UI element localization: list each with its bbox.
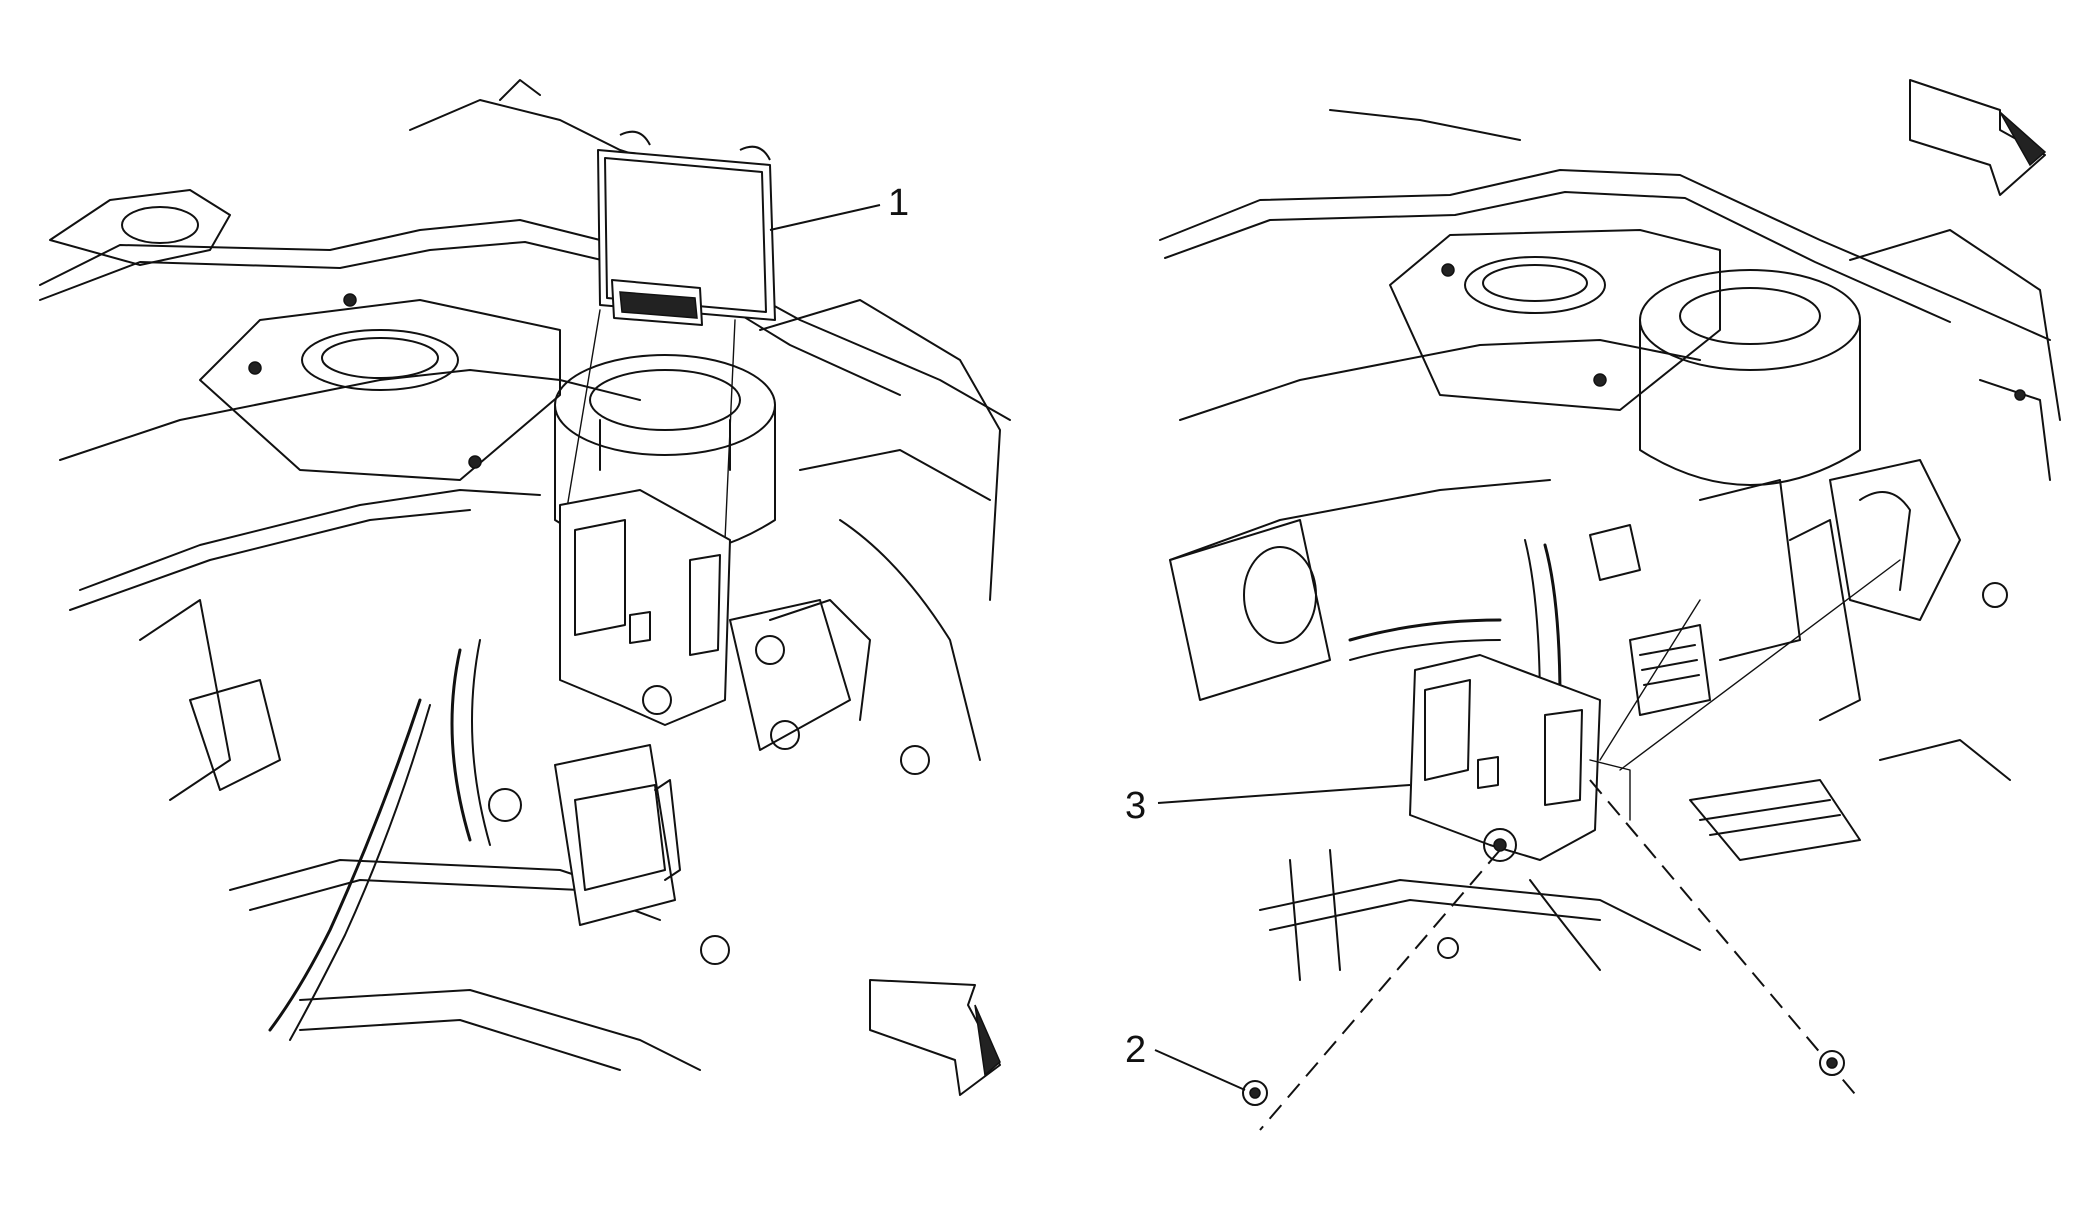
nut-left-icon [1242,1080,1268,1106]
left-mounting-bracket [559,489,731,726]
left-alignment-lines [564,309,736,541]
right-vehicle-structure [1159,109,2061,981]
right-panel: 2 3 [1125,79,2061,1131]
forward-arrow-left-icon [869,979,1001,1096]
forward-arrow-right-icon [1909,79,2047,196]
right-alignment-lines [1589,559,1901,821]
left-panel: 1 [39,79,1011,1096]
callout-2-leader [1154,1049,1246,1091]
callout-3-leader [1157,784,1411,804]
callout-1-label: 1 [888,182,909,224]
nut-right-icon [1819,1050,1845,1076]
callout-3-label: 3 [1125,785,1146,827]
left-module-exploded [597,130,776,326]
right-fastener-paths [1259,779,1861,1131]
left-vehicle-structure [39,79,1011,1071]
callout-1-leader [769,204,881,231]
callout-2-label: 2 [1125,1029,1146,1071]
right-mounting-bracket [1409,654,1601,862]
